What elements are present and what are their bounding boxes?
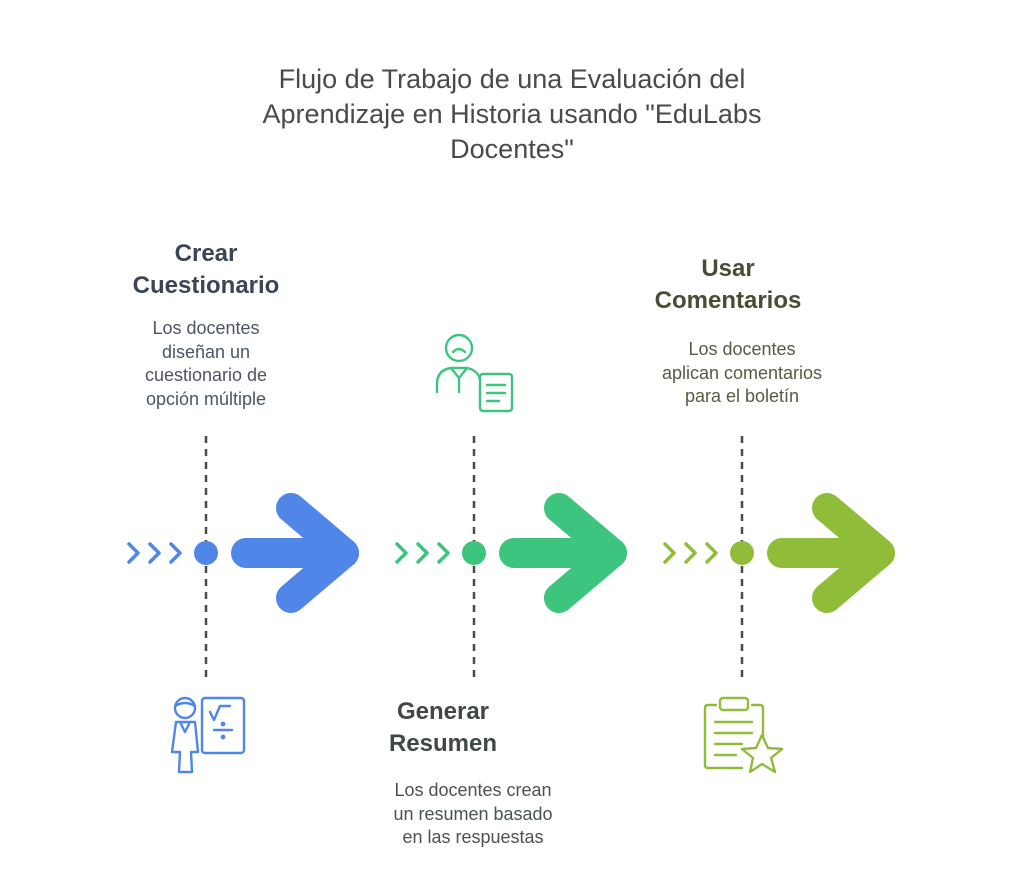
step-1-node xyxy=(194,541,218,565)
step-1-desc-line-4: opción múltiple xyxy=(145,388,267,409)
step-2-desc-line-3: en las respuestas xyxy=(402,827,544,847)
step-2-heading-line-2: Resumen xyxy=(388,730,498,757)
step-3-heading: Usar Comentarios xyxy=(608,253,848,317)
step-3-desc-line-3: para el boletín xyxy=(684,386,800,406)
step-2-desc-line-1: Los docentes crean xyxy=(394,780,552,800)
step-1-desc-line-3: cuestionario de xyxy=(144,365,268,385)
chevron-icon xyxy=(395,542,408,564)
chevron-icon xyxy=(684,542,697,564)
step-1-description: Los docentes diseñan un cuestionario de … xyxy=(86,317,326,411)
step-2-arrow-head xyxy=(544,493,627,613)
step-1-arrow-head xyxy=(276,493,359,613)
step-1-arrow-group xyxy=(127,493,359,613)
step-3-heading-line-2: Comentarios xyxy=(654,287,802,314)
title-line-3: Docentes" xyxy=(450,134,574,164)
title-line-1: Flujo de Trabajo de una Evaluación del xyxy=(278,64,746,94)
step-1-heading: Crear Cuestionario xyxy=(86,238,326,302)
chevron-icon xyxy=(705,542,718,564)
diagram-title: Flujo de Trabajo de una Evaluación del A… xyxy=(212,62,812,167)
title-line-2: Aprendizaje en Historia usando "EduLabs xyxy=(262,99,762,129)
step-3-heading-line-1: Usar xyxy=(701,255,755,282)
chevron-icon xyxy=(416,542,429,564)
clipboard-star-icon xyxy=(703,696,784,774)
chevron-icon xyxy=(127,542,140,564)
step-2-description: Los docentes crean un resumen basado en … xyxy=(353,779,593,850)
step-3-desc-line-1: Los docentes xyxy=(688,339,796,359)
step-3-desc-line-2: aplican comentarios xyxy=(661,362,823,383)
step-2-heading: Generar Resumen xyxy=(323,696,563,760)
step-1-heading-line-2: Cuestionario xyxy=(132,272,280,299)
chevron-icon xyxy=(169,542,182,564)
chevron-icon xyxy=(437,542,450,564)
step-3-node xyxy=(730,541,754,565)
step-3-description: Los docentes aplican comentarios para el… xyxy=(622,338,862,409)
teacher-board-icon xyxy=(170,696,246,774)
step-1-desc-line-1: Los docentes xyxy=(152,318,260,338)
user-document-icon xyxy=(435,333,514,413)
step-3-arrow-head xyxy=(812,493,895,613)
step-2-arrow-group xyxy=(395,493,627,613)
step-3-arrow-group xyxy=(663,493,895,613)
step-1-heading-line-1: Crear xyxy=(174,240,238,267)
chevron-icon xyxy=(663,542,676,564)
chevron-icon xyxy=(148,542,161,564)
step-2-desc-line-2: un resumen basado xyxy=(393,803,553,824)
step-2-heading-line-1: Generar xyxy=(396,698,490,725)
step-1-desc-line-2: diseñan un xyxy=(161,341,251,362)
step-2-node xyxy=(462,541,486,565)
